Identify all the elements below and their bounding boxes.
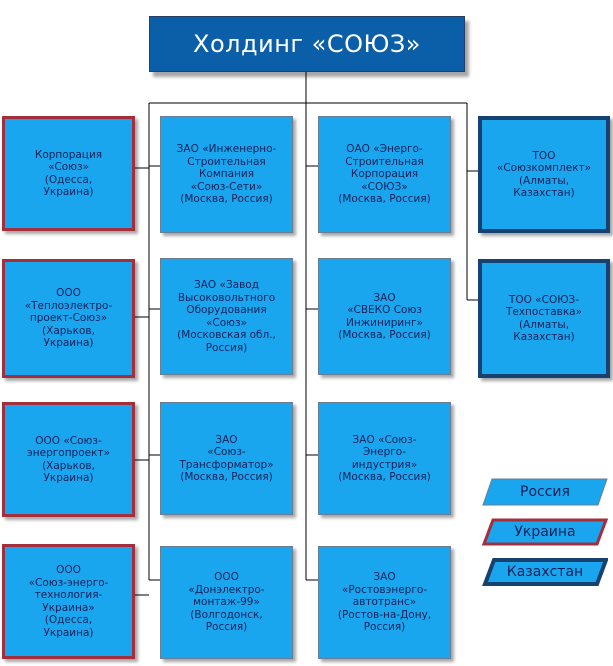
org-label: ООО «Теплоэлектро- проект-Союз» (Харьков… bbox=[24, 287, 113, 350]
org-box-soyuz-energotekhnologiya-ukraina: ООО «Союз-энерго- технология- Украина» (… bbox=[2, 544, 135, 659]
legend-russia-swatch bbox=[482, 478, 608, 506]
org-box-energo-stroitelnaya-korporatsiya: ОАО «Энерго- Строительная Корпорация «СО… bbox=[318, 116, 451, 233]
org-box-soyuz-seti: ЗАО «Инженерно- Строительная Компания «С… bbox=[160, 116, 293, 233]
org-label: ОАО «Энерго- Строительная Корпорация «СО… bbox=[338, 143, 431, 206]
legend-ukraine-label: Украина bbox=[514, 524, 576, 540]
org-label: Корпорация «Союз» (Одесса, Украина) bbox=[34, 148, 103, 199]
org-box-soyuz-tekhpostavka: ТОО «СОЮЗ- Техпоставка» (Алматы, Казахст… bbox=[478, 259, 610, 378]
legend-ukraine-swatch bbox=[482, 518, 608, 546]
org-box-teploelektroproekt-soyuz: ООО «Теплоэлектро- проект-Союз» (Харьков… bbox=[2, 259, 135, 378]
legend-ukraine: Украина bbox=[482, 518, 608, 546]
org-box-korporatsiya-soyuz: Корпорация «Союз» (Одесса, Украина) bbox=[2, 116, 135, 231]
org-box-soyuz-energoindustriya: ЗАО «Союз- Энерго- индустрия» (Москва, Р… bbox=[318, 402, 451, 515]
org-box-donelektromontazh-99: ООО «Донэлектро- монтаж-99» (Волгодонск,… bbox=[160, 546, 293, 659]
legend-kazakhstan-label: Казахстан bbox=[506, 564, 584, 580]
legend-kazakhstan-swatch bbox=[482, 558, 608, 586]
org-label: ООО «Союз- энергопроект» (Харьков, Украи… bbox=[27, 434, 110, 485]
org-label: ЗАО «Союз- Трансформатор» (Москва, Росси… bbox=[179, 433, 274, 484]
org-box-sveko-soyuz-inzhiniring: ЗАО «СВЕКО Союз Инжиниринг» (Москва, Рос… bbox=[318, 258, 451, 375]
org-box-soyuz-transformator: ЗАО «Союз- Трансформатор» (Москва, Росси… bbox=[160, 402, 293, 515]
org-label: ТОО «Союзкомплект» (Алматы, Казахстан) bbox=[496, 149, 592, 200]
org-label: ООО «Союз-энерго- технология- Украина» (… bbox=[28, 564, 109, 639]
holding-title: Холдинг «СОЮЗ» bbox=[149, 16, 465, 72]
org-box-zavod-vysokovoltnogo-oborudovaniya: ЗАО «Завод Высоковольтного Оборудования … bbox=[160, 258, 293, 375]
org-label: ЗАО «Завод Высоковольтного Оборудования … bbox=[177, 279, 276, 354]
legend-russia: Россия bbox=[482, 478, 608, 506]
legend-kazakhstan: Казахстан bbox=[482, 558, 608, 586]
org-box-soyuzkomplekt: ТОО «Союзкомплект» (Алматы, Казахстан) bbox=[478, 116, 610, 233]
org-label: ТОО «СОЮЗ- Техпоставка» (Алматы, Казахст… bbox=[505, 293, 583, 344]
org-label: ЗАО «Ростовэнерго- автотранс» (Ростов-на… bbox=[337, 571, 432, 634]
org-label: ЗАО «Союз- Энерго- индустрия» (Москва, Р… bbox=[338, 433, 431, 484]
org-label: ЗАО «Инженерно- Строительная Компания «С… bbox=[176, 143, 277, 206]
org-label: ООО «Донэлектро- монтаж-99» (Волгодонск,… bbox=[188, 571, 265, 634]
org-label: ЗАО «СВЕКО Союз Инжиниринг» (Москва, Рос… bbox=[338, 291, 431, 342]
org-box-rostovenergoavtotrans: ЗАО «Ростовэнерго- автотранс» (Ростов-на… bbox=[318, 546, 451, 659]
org-box-soyuz-energoproekt: ООО «Союз- энергопроект» (Харьков, Украи… bbox=[2, 402, 135, 517]
legend-russia-label: Россия bbox=[520, 484, 570, 500]
